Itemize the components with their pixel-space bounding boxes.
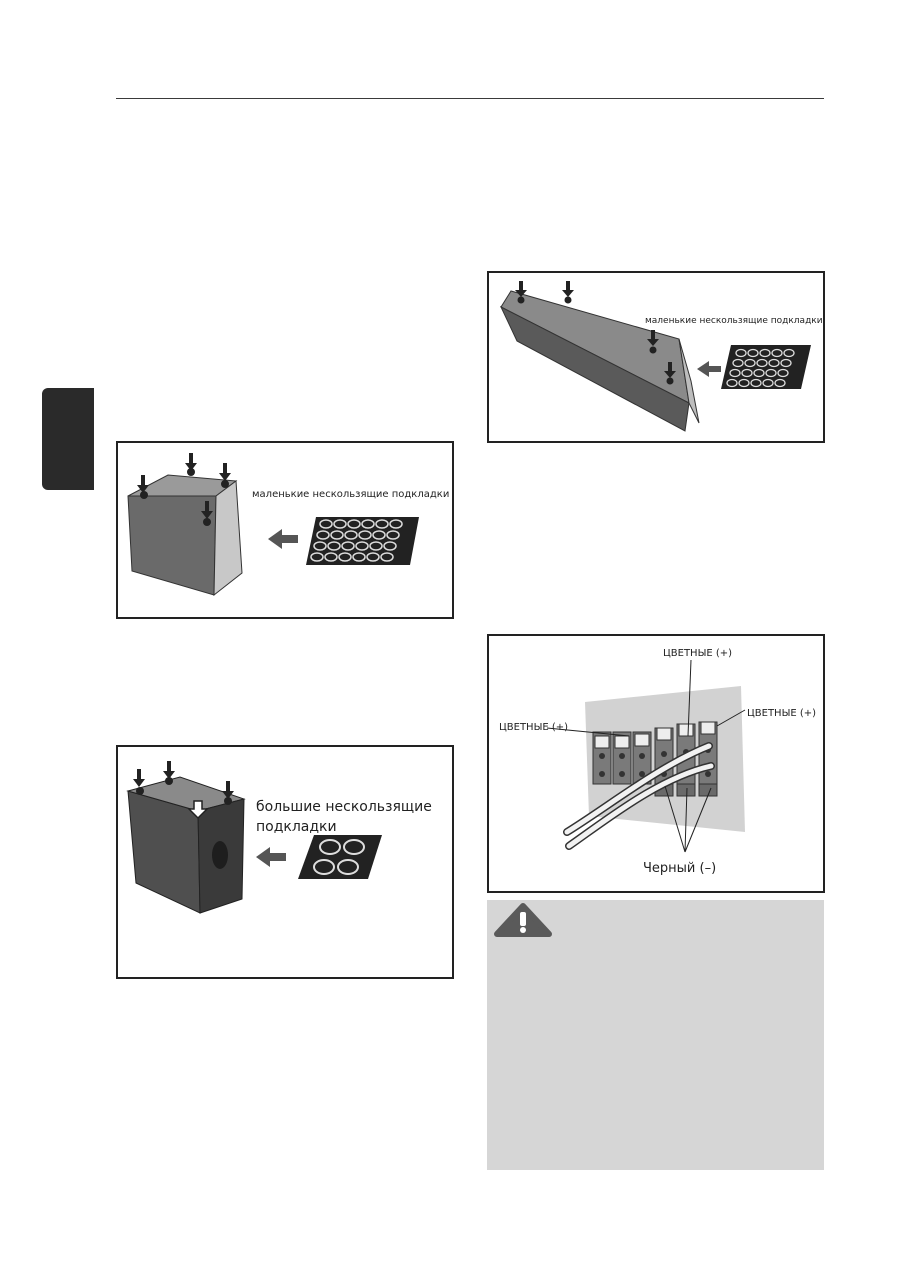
- figure-subwoofer: большие нескользящие подкладки: [116, 745, 454, 979]
- caution-box: [487, 900, 824, 1170]
- figure-front-speaker: маленькие нескользящие подкладки: [116, 441, 454, 619]
- callout-lines: [546, 659, 746, 853]
- soundbar-illustration: [499, 290, 700, 432]
- small-pads-sheet: [306, 517, 419, 565]
- small-pads-sheet: [721, 345, 811, 389]
- figure-wiring: ЦВЕТНЫЕ (+) ЦВЕТНЫЕ (+) ЦВЕТНЫЕ (+) Черн…: [487, 634, 825, 893]
- figure-soundbar: маленькие нескользящие подкладки: [487, 271, 825, 443]
- speaker-wires: [563, 742, 715, 850]
- soundbar-pads-label: маленькие нескользящие подкладки: [645, 316, 823, 326]
- subwoofer-illustration: [126, 776, 246, 914]
- arrow-down-icon: [133, 761, 234, 820]
- front-speaker-illustration: [127, 468, 243, 597]
- wiring-label-right: ЦВЕТНЫЕ (+): [747, 708, 816, 719]
- terminal-panel: [585, 686, 745, 832]
- wiring-label-bottom: Черный (–): [643, 861, 716, 876]
- chapter-tab: [42, 388, 94, 490]
- arrow-down-icon: [137, 453, 231, 519]
- arrow-left-icon: [697, 361, 721, 377]
- wiring-label-left: ЦВЕТНЫЕ (+): [499, 722, 568, 733]
- arrow-left-icon: [268, 529, 298, 549]
- front-speaker-pads-label: маленькие нескользящие подкладки: [252, 489, 449, 500]
- large-pads-sheet: [298, 835, 382, 879]
- arrow-left-icon: [256, 847, 286, 867]
- subwoofer-pads-label-line2: подкладки: [256, 819, 337, 835]
- subwoofer-pads-label-line1: большие нескользящие: [256, 799, 432, 815]
- arrow-down-icon: [515, 281, 676, 378]
- wiring-label-top: ЦВЕТНЫЕ (+): [663, 648, 732, 659]
- top-rule: [116, 98, 824, 99]
- warning-triangle-icon: [494, 903, 552, 937]
